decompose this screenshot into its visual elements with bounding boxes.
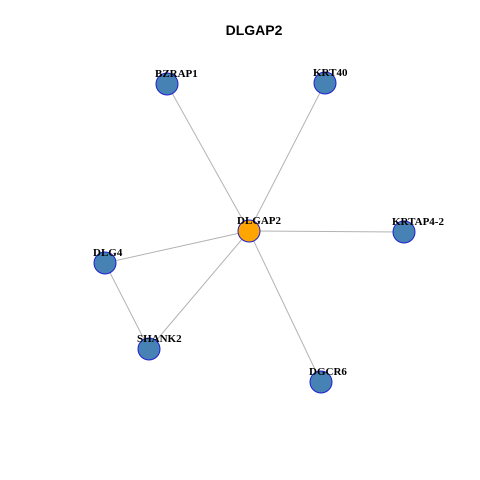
node-krt40: [313, 71, 337, 95]
edge-dlgap2-dlg4: [104, 230, 250, 264]
node-label-dlg4: DLG4: [93, 247, 123, 259]
node-bzrap1: [155, 72, 179, 96]
diagram-title: DLGAP2: [226, 22, 283, 38]
edge-dlgap2-bzrap1: [166, 83, 250, 232]
edge-dlgap2-dgcr6: [248, 230, 322, 383]
node-label-bzrap1: BZRAP1: [155, 68, 198, 80]
node-label-krtap4-2: KRTAP4-2: [392, 216, 444, 228]
edge-dlg4-shank2: [104, 262, 150, 350]
node-label-shank2: SHANK2: [137, 333, 182, 345]
node-dlg4: [93, 251, 117, 275]
node-dlgap2: [237, 219, 261, 243]
node-label-dgcr6: DGCR6: [309, 366, 347, 378]
node-dgcr6: [309, 370, 333, 394]
edge-dlgap2-krtap4-2: [248, 230, 405, 233]
edge-dlgap2-shank2: [148, 230, 250, 350]
nodes-layer: [93, 71, 416, 394]
node-krtap4-2: [392, 220, 416, 244]
node-shank2: [137, 337, 161, 361]
node-label-krt40: KRT40: [313, 67, 348, 79]
node-label-dlgap2: DLGAP2: [237, 215, 282, 227]
edges-layer: [104, 82, 405, 383]
edge-dlgap2-krt40: [248, 82, 326, 232]
